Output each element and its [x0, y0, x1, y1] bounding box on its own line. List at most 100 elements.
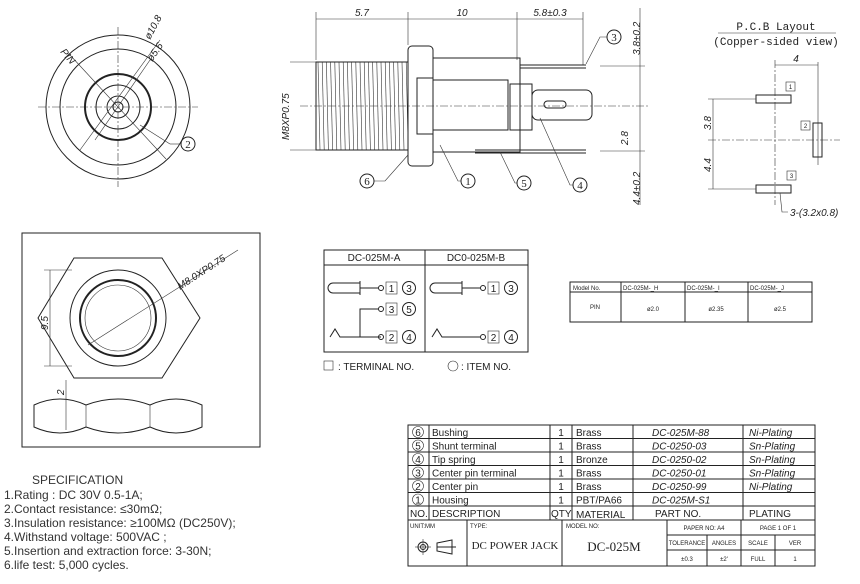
item-circle-icon [412, 480, 424, 492]
title-block: UNIT:MM TYPE: DC POWER JACK MODEL NO: DC… [410, 520, 815, 566]
projection-symbol-icon [415, 539, 456, 555]
bom-plating: Ni-Plating [749, 482, 793, 493]
rear-cap [509, 83, 533, 131]
legend-item: : ITEM NO. [461, 362, 511, 373]
hex-chamfer [69, 269, 167, 367]
terminal-slot [543, 100, 567, 109]
item-circle-icon [412, 453, 424, 465]
callout-2: 2 [185, 139, 191, 151]
terminal-2: 2 [804, 124, 808, 130]
bom-material: Brass [576, 469, 602, 480]
scale-value: FULL [751, 557, 766, 563]
callout-circle [180, 136, 196, 152]
model-header-1: DC-025M-_H [623, 286, 658, 292]
hex-width: 9.5 [40, 316, 51, 330]
schematic-header-b: DC0-025M-B [447, 253, 506, 264]
hex-thread-spec: M8.0XP0.75 [176, 253, 229, 292]
pcb-title: P.C.B Layout [736, 22, 815, 34]
terminal-3: 3 [790, 174, 794, 180]
bom-row: 5 Shunt terminal 1 Brass DC-0250-03 Sn-Platin… [408, 438, 815, 453]
model-row-2: ø2.35 [708, 307, 724, 313]
bom-header-plating: PLATING [749, 509, 791, 520]
terminal-square-icon [323, 360, 334, 371]
side-view: 5.7 10 5.8±0.3 M8XP0.75 3.8±0.2 2.8 4.4±… [281, 8, 650, 205]
bom-header-qty: QTY [551, 509, 572, 520]
dim-top: 3.8±0.2 [632, 21, 643, 55]
model-table: Model No. DC-025M-_H DC-025M-_I DC-025M-… [569, 281, 813, 323]
pcb-layout: P.C.B Layout (Copper-sided view) 4 1 2 3… [703, 22, 840, 219]
bom-header-part-no: PART NO. [655, 509, 701, 520]
ver-value: 1 [793, 557, 797, 563]
tolerance-label: TOLERANCE [669, 541, 706, 547]
pcb-dim-v1: 3.8 [703, 116, 714, 130]
bom-material: Bronze [576, 455, 608, 466]
bom-desc: Housing [432, 496, 469, 507]
bom-no: 3 [415, 469, 421, 480]
thread-line [368, 61, 371, 151]
b-terminal-1: 1 [491, 284, 497, 295]
bom-material: Brass [576, 442, 602, 453]
spec-item: 5.Insertion and extraction force: 3-30N; [4, 544, 211, 558]
bom-desc: Center pin [432, 482, 478, 493]
bom-desc: Shunt terminal [432, 442, 496, 453]
angles-value: ±2' [720, 557, 728, 563]
bom-plating: Ni-Plating [749, 428, 793, 439]
bom-header-desc: DESCRIPTION [432, 509, 500, 520]
bom-plating: Sn-Plating [749, 442, 796, 453]
terminal-1: 1 [789, 85, 793, 91]
callout-1: 1 [465, 176, 471, 188]
unit-label: UNIT:MM [410, 524, 435, 530]
center-pin-terminal [531, 89, 593, 121]
bom-no: 5 [415, 442, 421, 453]
dim-body-length: 10 [456, 8, 468, 19]
bom-no: 1 [415, 496, 421, 507]
bom-part-no: DC-025M-S1 [652, 496, 710, 507]
callout-5: 5 [521, 178, 527, 190]
a-terminal-3: 3 [389, 305, 395, 316]
model-header-0: Model No. [573, 286, 601, 292]
a-terminal-1: 1 [389, 284, 395, 295]
bom-part-no: DC-0250-02 [652, 455, 707, 466]
ver-label: VER [789, 541, 802, 547]
bom-qty: 1 [558, 442, 564, 453]
angles-label: ANGLES [712, 541, 736, 547]
model-row-3: ø2.5 [774, 307, 787, 313]
type-label: TYPE: [470, 524, 488, 530]
spec-item: 4.Withstand voltage: 500VAC ; [4, 530, 167, 544]
hex-outline [37, 257, 201, 379]
spec-title: SPECIFICATION [32, 473, 123, 487]
pad-1 [755, 94, 792, 104]
a-item-4: 4 [406, 333, 412, 344]
bom-part-no: DC-0250-99 [652, 482, 707, 493]
bom-header-material: MATERIAL [576, 510, 626, 521]
bom-part-no: DC-0250-03 [652, 442, 707, 453]
bom-desc: Bushing [432, 428, 468, 439]
item-circle-icon [412, 466, 424, 479]
specification: SPECIFICATION 1.Rating : DC 30V 0.5-1A; … [4, 473, 236, 572]
bom-qty: 1 [558, 455, 564, 466]
model-header-3: DC-025M-_J [750, 286, 784, 292]
bom-qty: 1 [558, 469, 564, 480]
pcb-dim-h: 4 [793, 54, 799, 65]
bom-plating: Sn-Plating [749, 455, 796, 466]
inner-diameter: ø5.6 [145, 41, 166, 64]
hex-nut-view: M8.0XP0.75 9.5 2 [21, 232, 261, 448]
bom-qty: 1 [558, 482, 564, 493]
model-row-1: ø2.0 [647, 307, 660, 313]
outer-diameter: ø10.8 [143, 13, 165, 41]
callout-6: 6 [364, 176, 370, 188]
thread-line [321, 61, 325, 151]
item-circle-icon [447, 360, 459, 372]
item-circle-icon [412, 493, 424, 506]
hex-view-frame [21, 232, 261, 448]
bom-material: Brass [576, 428, 602, 439]
scale-label: SCALE [748, 541, 768, 547]
model-value: DC-025M [587, 539, 641, 554]
hex-thickness: 2 [56, 389, 67, 396]
